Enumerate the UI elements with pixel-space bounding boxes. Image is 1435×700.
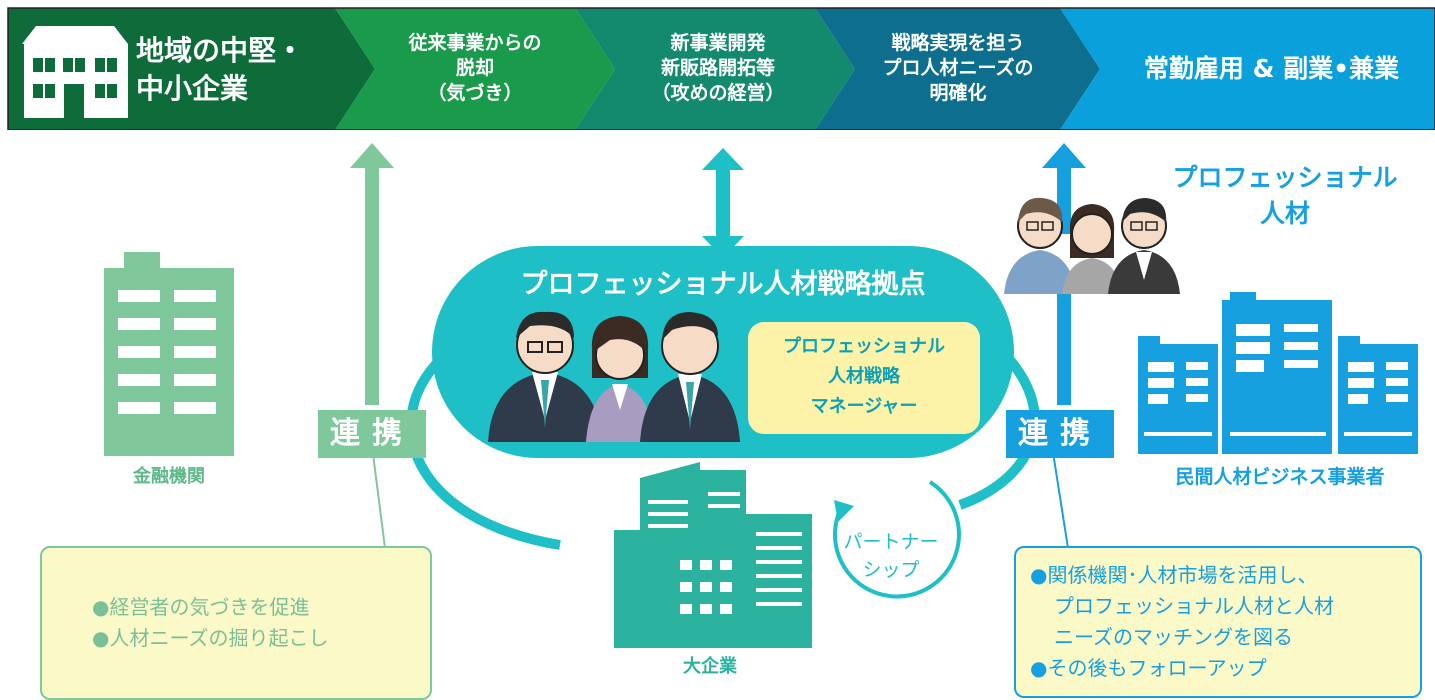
banner-step-4-line-2: プロ人材ニーズの	[882, 57, 1034, 79]
bank-building-icon	[104, 252, 234, 456]
hub-title: プロフェッショナル人材戦略拠点	[520, 269, 926, 300]
right-note-line-4: ●その後もフォローアップ	[1030, 656, 1267, 680]
banner-step-1-line-1: 地域の中堅・	[136, 34, 305, 67]
big-company-buildings-icon	[614, 462, 812, 648]
manager-label-line-1: プロフェッショナル	[783, 336, 945, 357]
banner-step-3-line-1: 新事業開発	[670, 32, 766, 54]
right-note-line-2: プロフェッショナル人材と人材	[1054, 594, 1334, 618]
professional-people-illustration	[1002, 197, 1192, 294]
banner-step-2	[335, 8, 615, 130]
banner-step-1-line-2: 中小企業	[136, 72, 249, 105]
partnership-label: パートナー シップ	[828, 528, 954, 584]
left-note-line-1: ●経営者の気づきを促進	[92, 595, 310, 619]
private-company-label: 民間人材ビジネス事業者	[1175, 466, 1385, 488]
right-note-line-1: ●関係機関･人材市場を活用し、	[1030, 563, 1318, 587]
banner-step-5-text: 常勤雇用 & 副業•兼業	[1143, 54, 1400, 83]
left-up-arrow	[350, 143, 394, 405]
banner-step-2-line-3: （気づき）	[427, 82, 523, 104]
partnership-label-line-2: シップ	[862, 559, 920, 581]
banner-step-3-line-3: （攻めの経営）	[651, 82, 785, 104]
banner-step-3-line-2: 新販路開拓等	[660, 57, 775, 79]
manager-label-line-3: マネージャー	[810, 396, 918, 417]
banner-step-3	[575, 8, 855, 130]
banner-step-4-text: 戦略実現を担う プロ人材ニーズの 明確化	[858, 31, 1058, 106]
manager-label-box	[748, 322, 980, 434]
banner-step-1-text: 地域の中堅・ 中小企業	[136, 32, 336, 108]
professional-talent-title: プロフェッショナル 人材	[1140, 160, 1430, 232]
banner-step-4-line-3: 明確化	[929, 82, 987, 104]
banner-step-2-text: 従来事業からの 脱却 （気づき）	[375, 31, 575, 106]
house-icon	[22, 26, 128, 118]
left-note-line-2: ●人材ニーズの掘り起こし	[92, 626, 329, 650]
right-note-box: ●関係機関･人材市場を活用し、 プロフェッショナル人材と人材 ニーズのマッチング…	[1014, 546, 1422, 698]
loop-left-arc	[406, 356, 561, 550]
banner-step-4-line-1: 戦略実現を担う	[891, 32, 1025, 54]
partnership-label-line-1: パートナー	[843, 531, 939, 553]
private-company-buildings-icon	[1138, 292, 1418, 454]
partnership-cycle-icon	[832, 480, 961, 599]
professional-talent-title-line-2: 人材	[1259, 199, 1310, 228]
banner-step-3-text: 新事業開発 新販路開拓等 （攻めの経営）	[618, 31, 818, 106]
right-note-line-3: ニーズのマッチングを図る	[1054, 625, 1293, 649]
banner-step-5	[1060, 8, 1435, 130]
banner-step-4	[815, 8, 1100, 130]
bank-label: 金融機関	[133, 466, 205, 487]
manager-label: プロフェッショナル 人材戦略 マネージャー	[748, 332, 980, 422]
big-company-label: 大企業	[683, 656, 737, 677]
banner-step-2-line-2: 脱却	[455, 57, 494, 79]
manager-label-line-2: 人材戦略	[828, 366, 900, 387]
left-link-badge: 連携	[318, 410, 426, 458]
process-banner	[7, 7, 1435, 130]
left-note-box: ●経営者の気づきを促進 ●人材ニーズの掘り起こし	[40, 546, 432, 700]
right-link-badge: 連携	[1006, 410, 1114, 458]
center-double-arrow	[702, 148, 744, 258]
banner-step-2-line-1: 従来事業からの	[408, 32, 542, 54]
professional-talent-title-line-1: プロフェッショナル	[1172, 163, 1398, 192]
hub-staff-illustration	[488, 311, 740, 442]
